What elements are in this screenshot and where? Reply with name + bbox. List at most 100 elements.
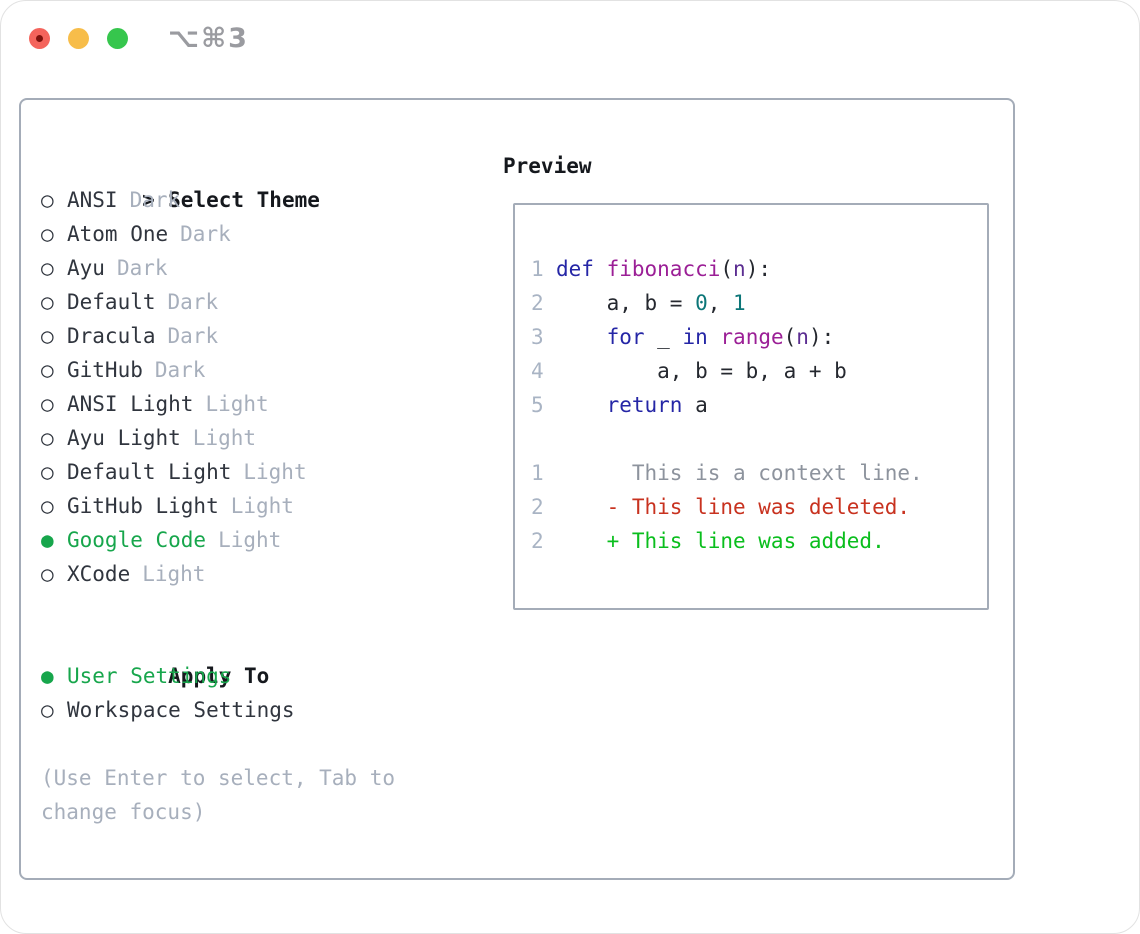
radio-icon: ○ [41, 256, 54, 280]
theme-variant-badge: Dark [180, 222, 231, 246]
diff-line-ctx: 1 This is a context line. [531, 456, 987, 490]
theme-name: Ayu Light [67, 426, 181, 450]
radio-icon: ○ [41, 358, 54, 382]
theme-option-ansi[interactable]: ○ ANSI Dark [41, 183, 481, 217]
theme-name: Dracula [67, 324, 156, 348]
theme-variant-badge: Dark [129, 188, 181, 212]
blank-line [531, 422, 987, 456]
radio-icon: ○ [41, 460, 54, 484]
code-token: ( [720, 257, 734, 281]
code-token: 0 [695, 291, 708, 315]
theme-variant-badge: Dark [116, 256, 168, 280]
spacer [41, 591, 481, 625]
theme-variant-badge: Dark [167, 324, 219, 348]
theme-name: XCode [67, 562, 131, 586]
code-token: a, b = [556, 291, 696, 315]
theme-option-ayu[interactable]: ○ Ayu Dark [41, 251, 481, 285]
theme-name: Default Light [67, 460, 232, 484]
diff-line-add: 2 + This line was added. [531, 524, 987, 558]
theme-name: Default [67, 290, 156, 314]
theme-option-dracula[interactable]: ○ Dracula Dark [41, 319, 481, 353]
code-line-5: 5 return a [531, 388, 987, 422]
code-token: def [556, 257, 594, 281]
theme-option-default[interactable]: ○ Default Dark [41, 285, 481, 319]
apply-to-header: Apply To [41, 625, 481, 688]
code-token: fibonacci [606, 257, 721, 281]
radio-icon: ○ [41, 324, 54, 348]
theme-name: ANSI [67, 188, 118, 212]
select-theme-title: Select Theme [168, 188, 320, 212]
theme-name: ANSI Light [67, 392, 194, 416]
radio-icon: ○ [41, 392, 54, 416]
line-number: 3 [531, 325, 544, 349]
line-number: 2 [531, 291, 544, 315]
code-token [594, 257, 607, 281]
theme-variant-badge: Light [218, 528, 282, 552]
theme-variant-badge: Light [142, 562, 206, 586]
code-token [556, 325, 607, 349]
close-button[interactable] [29, 28, 50, 49]
window-shortcut-label: ⌥⌘3 [168, 23, 249, 54]
theme-name: Ayu [67, 256, 105, 280]
radio-icon: ○ [41, 188, 54, 212]
line-number: 1 [531, 257, 544, 281]
code-token: _ [644, 325, 683, 349]
code-token: for [606, 325, 645, 349]
minimize-button[interactable] [68, 28, 89, 49]
line-number: 5 [531, 393, 544, 417]
code-token: n [796, 325, 809, 349]
apply-option-workspace-settings[interactable]: ○ Workspace Settings [41, 693, 481, 727]
theme-name: GitHub [67, 358, 143, 382]
spacer [41, 727, 481, 761]
select-theme-header: > Select Theme [41, 149, 481, 212]
code-line-2: 2 a, b = 0, 1 [531, 286, 987, 320]
close-dot-icon [36, 35, 43, 42]
help-text-line1: (Use Enter to select, Tab to [41, 766, 396, 790]
radio-icon: ○ [41, 222, 54, 246]
apply-to-list: ●User Settings ○ Workspace Settings [41, 659, 481, 727]
apply-to-title: Apply To [168, 664, 270, 688]
apply-option-label: Workspace Settings [67, 698, 295, 722]
code-token: n [733, 257, 746, 281]
radio-icon: ○ [41, 698, 54, 722]
code-token: 1 [733, 291, 746, 315]
diff-line-del: 2 - This line was deleted. [531, 490, 987, 524]
preview-header: Preview [503, 154, 592, 178]
zoom-button[interactable] [107, 28, 128, 49]
diff-text: This is a context line. [556, 461, 923, 485]
code-token: a, b = b, a + b [556, 359, 847, 383]
apply-option-user-settings[interactable]: ●User Settings [41, 659, 481, 693]
theme-name: Google Code [67, 528, 207, 552]
code-token: a [682, 393, 708, 417]
theme-name: GitHub Light [67, 494, 219, 518]
line-number: 1 [531, 461, 544, 485]
line-number: 2 [531, 495, 544, 519]
theme-variant-badge: Light [192, 426, 257, 450]
radio-icon: ○ [41, 426, 54, 450]
theme-option-google-code[interactable]: ● Google Code Light [41, 523, 481, 557]
cursor-icon: > [142, 188, 155, 212]
theme-option-xcode[interactable]: ○ XCode Light [41, 557, 481, 591]
diff-text: - This line was deleted. [556, 495, 911, 519]
theme-variant-badge: Dark [167, 290, 219, 314]
theme-option-ayu-light[interactable]: ○ Ayu Light Light [41, 421, 481, 455]
line-number: 2 [531, 529, 544, 553]
diff-text: + This line was added. [556, 529, 885, 553]
radio-selected-icon: ● [41, 528, 54, 552]
code-token: range [720, 325, 784, 349]
radio-icon: ○ [41, 562, 54, 586]
help-text-line2: change focus) [41, 800, 206, 824]
apply-option-label: User Settings [67, 664, 232, 688]
radio-icon: ○ [41, 290, 54, 314]
